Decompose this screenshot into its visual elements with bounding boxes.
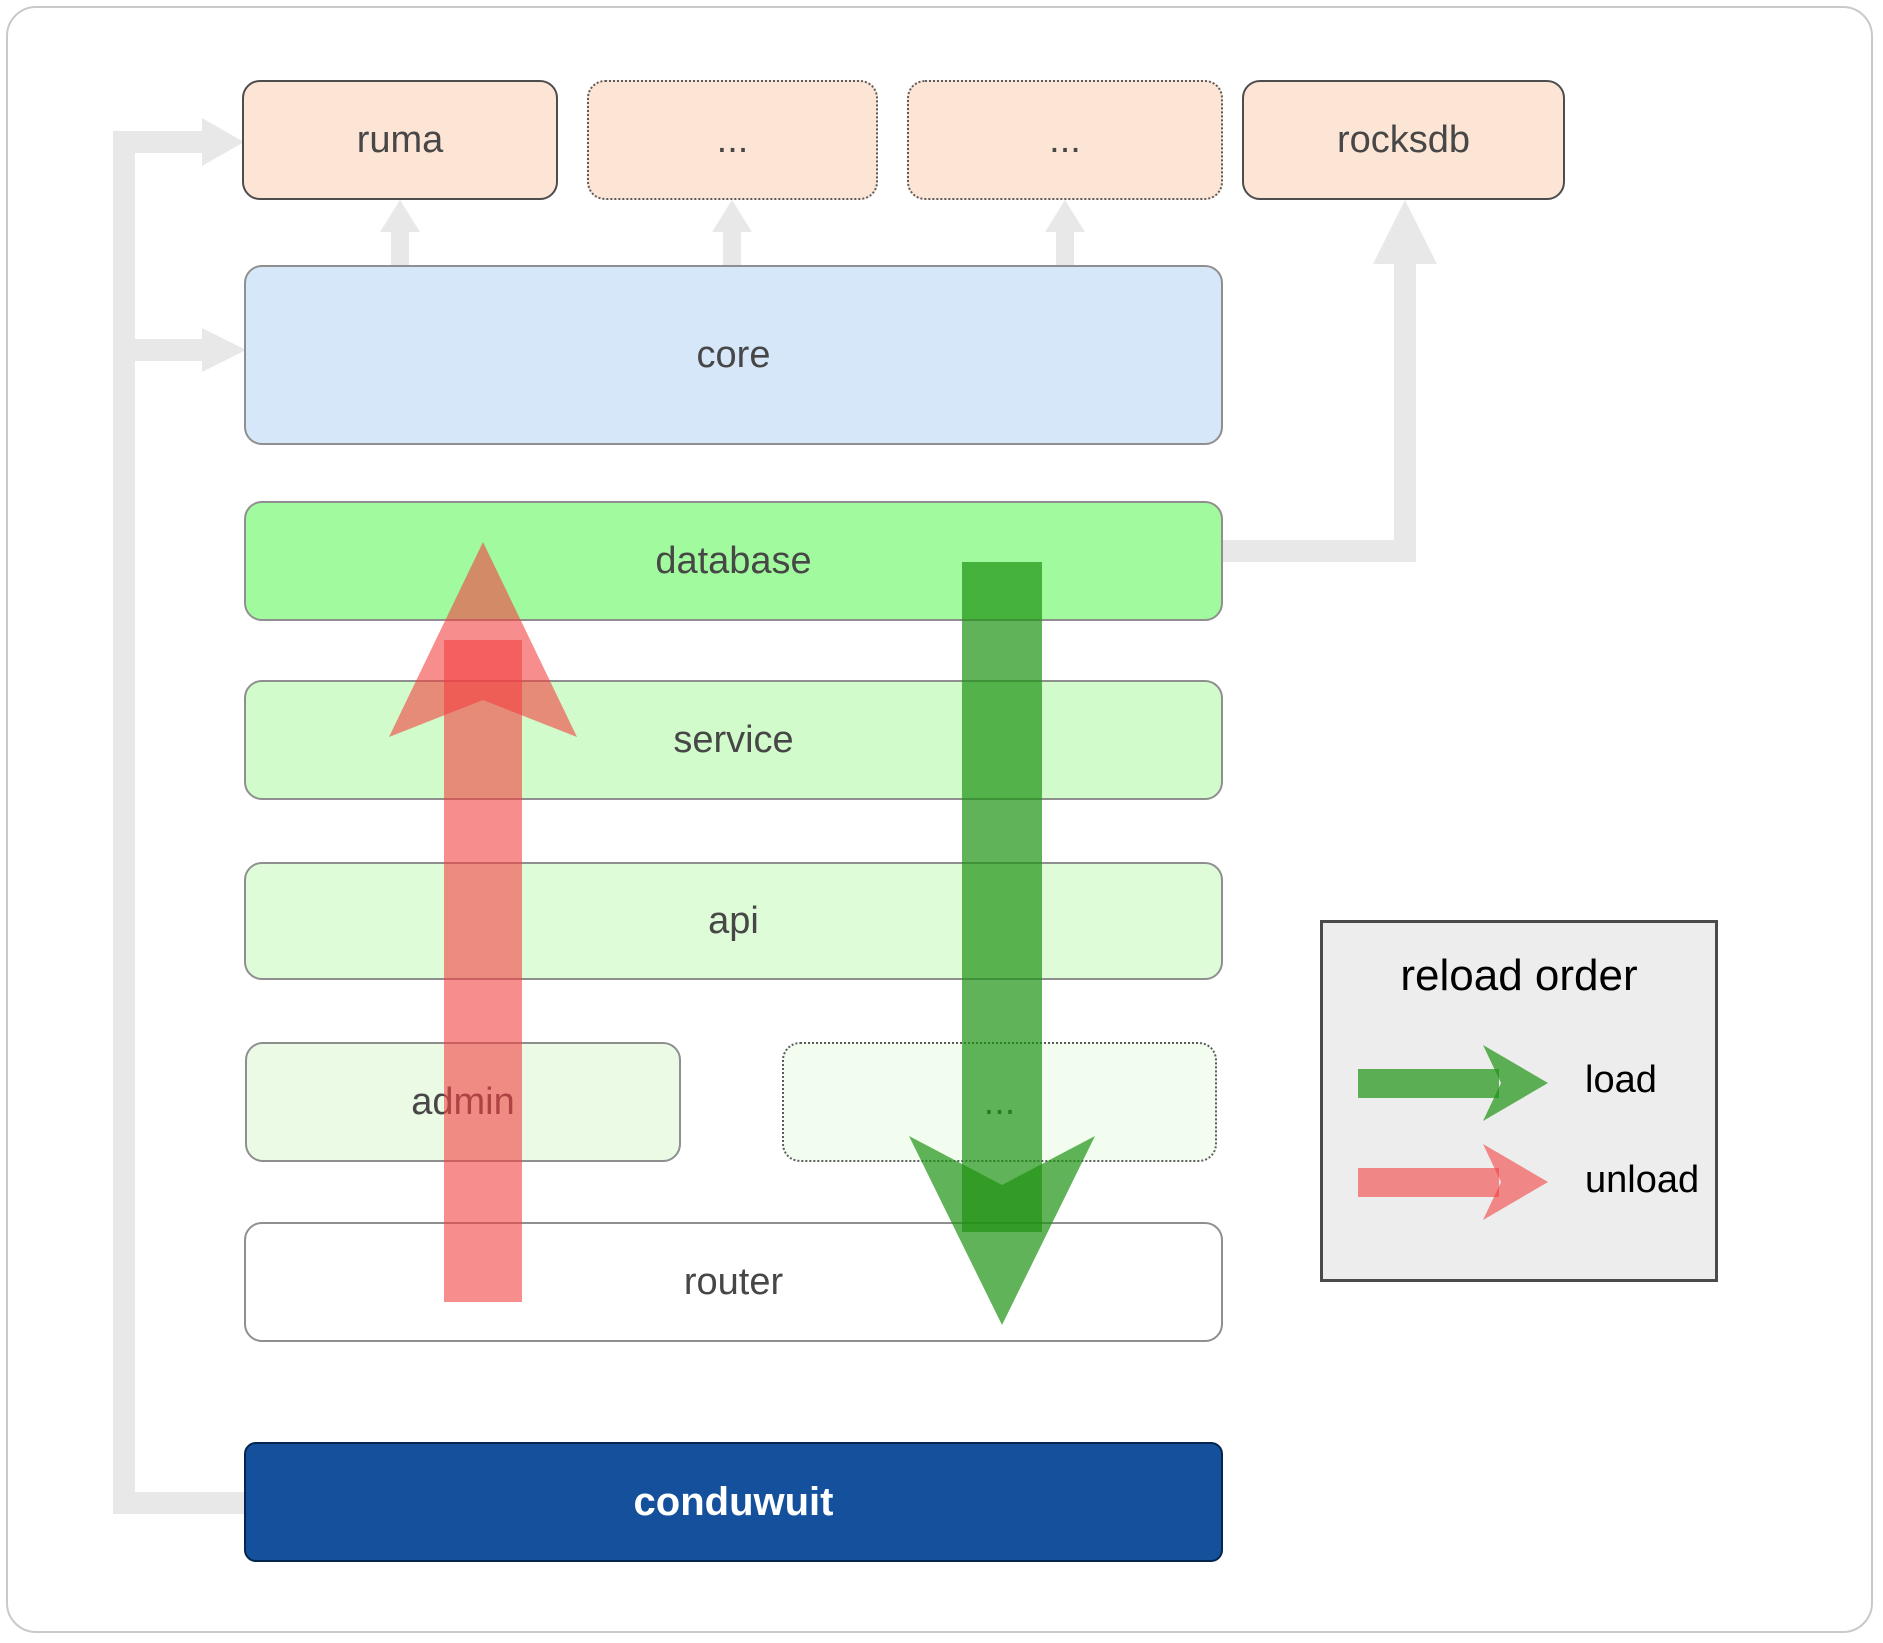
node-api-label: api <box>708 899 759 942</box>
node-admin: admin <box>245 1042 681 1162</box>
legend-load-arrowhead <box>1483 1045 1548 1121</box>
node-conduwuit: conduwuit <box>244 1442 1223 1562</box>
node-core-label: core <box>696 333 771 376</box>
legend-title: reload order <box>1400 951 1638 1000</box>
legend-unload-arrow-icon <box>1358 1144 1548 1220</box>
node-conduwuit-label: conduwuit <box>633 1479 834 1524</box>
node-ellipsis-3: ... <box>782 1042 1217 1162</box>
node-ruma: ruma <box>242 80 558 200</box>
legend-unload-arrowhead <box>1483 1144 1548 1220</box>
legend-load-arrow-icon <box>1358 1045 1548 1121</box>
node-ellipsis-1-label: ... <box>716 118 749 161</box>
node-rocksdb-label: rocksdb <box>1336 118 1471 161</box>
node-service-label: service <box>673 718 794 761</box>
legend-unload-label: unload <box>1585 1159 1700 1201</box>
node-ellipsis-2-label: ... <box>1049 118 1081 161</box>
node-admin-label: admin <box>411 1080 515 1123</box>
node-database: database <box>244 501 1223 621</box>
node-ruma-label: ruma <box>356 118 444 161</box>
node-service: service <box>244 680 1223 800</box>
legend-panel: reload order load unload <box>1320 920 1718 1282</box>
legend-load-arrow-shaft <box>1358 1069 1499 1098</box>
page-border <box>6 6 1873 1633</box>
legend-unload-arrow-shaft <box>1358 1168 1499 1197</box>
node-router-label: router <box>683 1260 784 1303</box>
node-database-label: database <box>655 539 812 582</box>
legend-load-label: load <box>1585 1059 1657 1101</box>
node-ellipsis-1: ... <box>587 80 878 200</box>
node-core: core <box>244 265 1223 445</box>
node-rocksdb: rocksdb <box>1242 80 1565 200</box>
node-ellipsis-3-label: ... <box>983 1080 1016 1123</box>
node-ellipsis-2: ... <box>907 80 1223 200</box>
node-router: router <box>244 1222 1223 1342</box>
node-api: api <box>244 862 1223 980</box>
